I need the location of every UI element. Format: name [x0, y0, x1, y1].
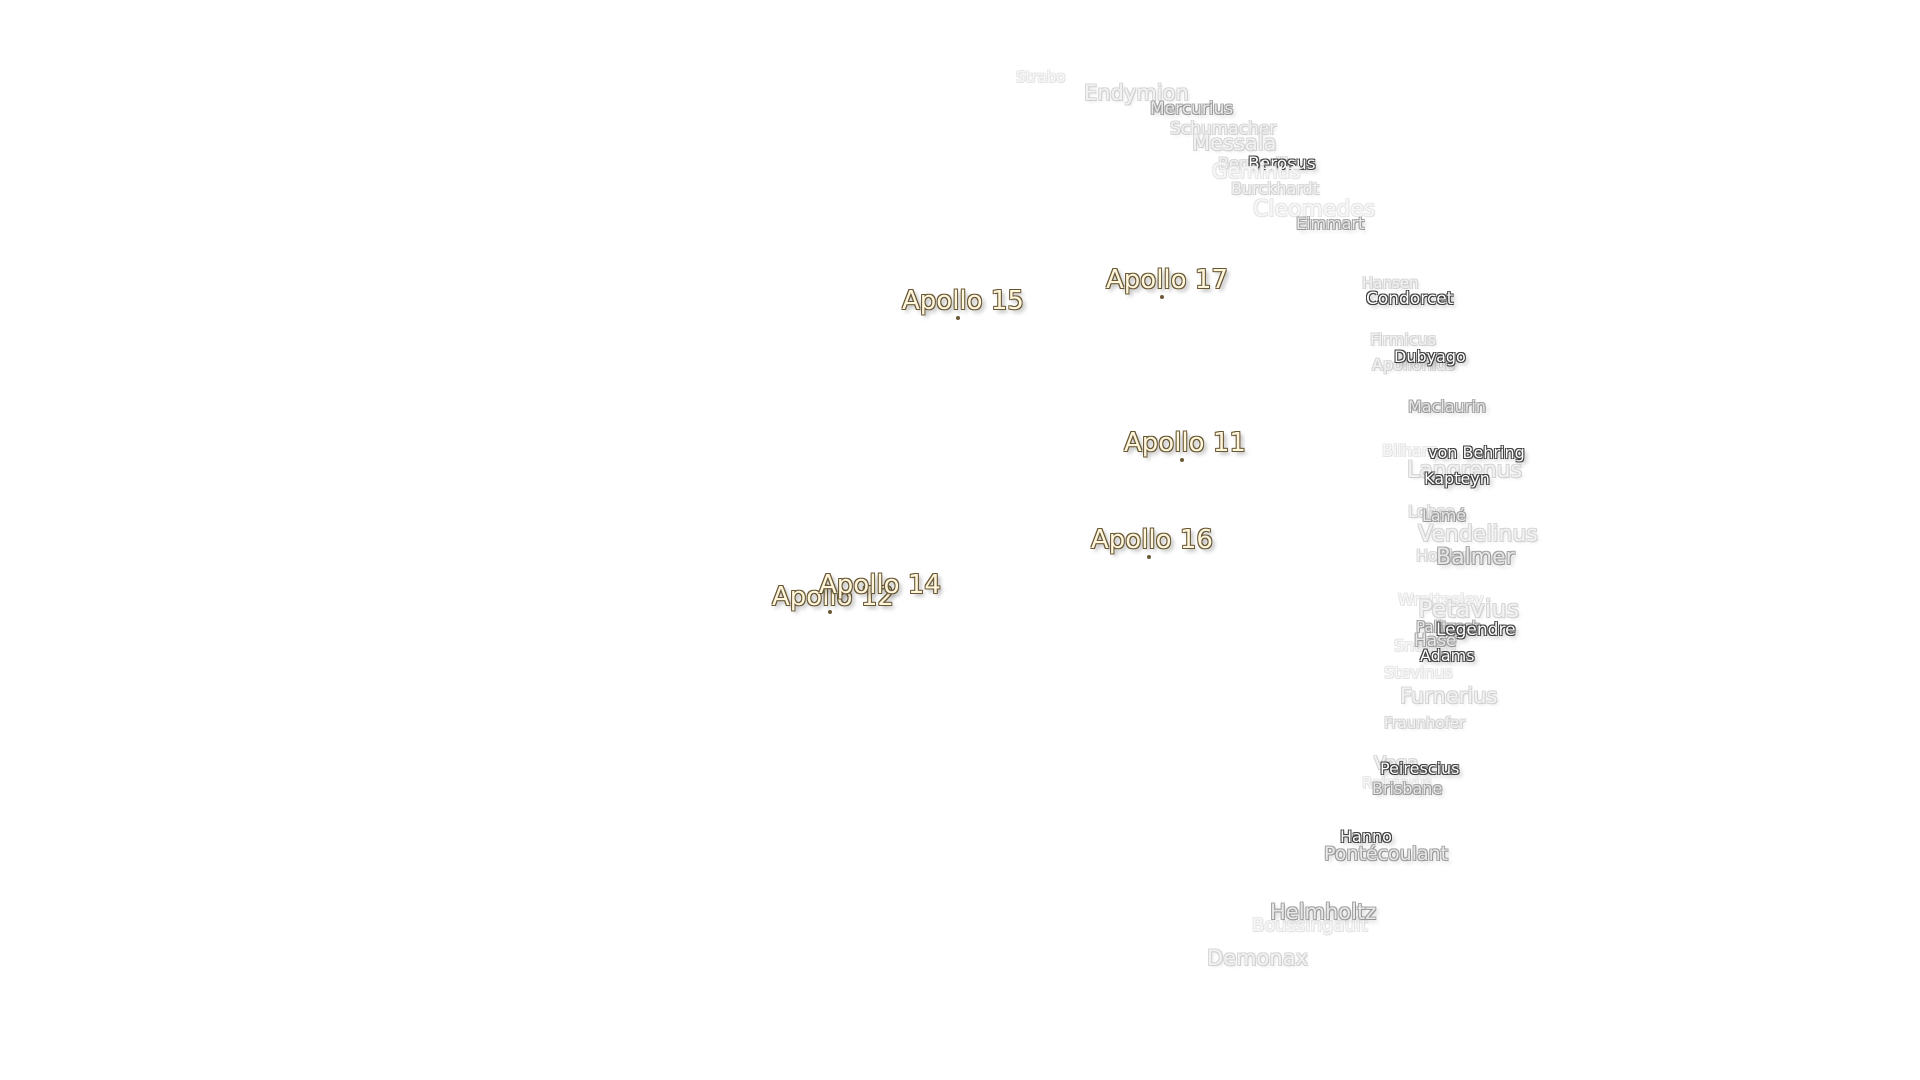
crater-label-burckhardt: Burckhardt — [1231, 179, 1320, 198]
apollo-17-site-marker[interactable] — [1160, 295, 1164, 299]
crater-label-eimmart: Eimmart — [1296, 214, 1365, 233]
apollo-14-label[interactable]: Apollo 14 — [819, 570, 941, 600]
apollo-11-site-marker[interactable] — [1180, 458, 1184, 462]
crater-label-strabo: Strabo — [1016, 68, 1066, 86]
apollo-12-label[interactable]: Apollo 12 — [772, 582, 894, 612]
crater-label-helmholtz: Helmholtz — [1270, 900, 1377, 924]
crater-label-snellius: Snellius — [1394, 636, 1456, 655]
crater-label-furnerius: Furnerius — [1400, 684, 1498, 708]
crater-label-lohse: Lohse — [1408, 502, 1455, 521]
crater-label-pontecoulant: Pontécoulant — [1324, 843, 1449, 865]
apollo-17-label[interactable]: Apollo 17 — [1106, 265, 1228, 295]
crater-label-endymion: Endymion — [1084, 81, 1189, 105]
apollo-16-site-marker[interactable] — [1147, 555, 1151, 559]
crater-label-lame: Lamé — [1422, 506, 1467, 525]
crater-label-hansen: Hansen — [1362, 274, 1419, 292]
crater-label-schumacher: Schumacher — [1170, 119, 1277, 139]
crater-label-berosus: Berosus — [1248, 154, 1316, 174]
crater-label-kapteyn: Kapteyn — [1424, 469, 1490, 488]
crater-label-geminus: Geminus — [1212, 159, 1301, 183]
apollo-12-site-marker[interactable] — [828, 610, 832, 614]
apollo-15-site-marker[interactable] — [956, 316, 960, 320]
crater-label-bernoulli: Bernoulli — [1218, 154, 1289, 173]
crater-label-wrottesley: Wrottesley — [1398, 590, 1484, 609]
apollo-16-label[interactable]: Apollo 16 — [1091, 525, 1213, 555]
crater-label-vega: Vega — [1374, 753, 1419, 774]
crater-label-condorcet: Condorcet — [1366, 289, 1454, 309]
crater-label-dubyago: Dubyago — [1394, 347, 1466, 366]
crater-label-cleomedes: Cleomedes — [1253, 197, 1376, 222]
crater-label-brisbane: Brisbane — [1372, 779, 1443, 798]
apollo-11-label[interactable]: Apollo 11 — [1124, 428, 1246, 458]
crater-label-fraunhofer: Fraunhofer — [1384, 714, 1466, 732]
crater-label-reimarus: Reimarus — [1362, 774, 1433, 792]
crater-label-holden: Holden — [1416, 546, 1473, 565]
crater-label-vendelinus: Vendelinus — [1418, 522, 1538, 547]
crater-label-adams: Adams — [1420, 646, 1475, 665]
crater-label-messala: Messala — [1192, 131, 1277, 155]
crater-label-von-behring: von Behring — [1428, 443, 1525, 462]
crater-label-mercurius: Mercurius — [1150, 99, 1234, 119]
crater-label-firmicus: Firmicus — [1370, 330, 1437, 349]
crater-label-legendre: Legendre — [1436, 620, 1516, 640]
crater-label-balmer: Balmer — [1436, 545, 1515, 570]
crater-label-langrenus: Langrenus — [1407, 458, 1523, 483]
crater-label-stevinus: Stevinus — [1384, 663, 1453, 682]
crater-label-peirescius: Peirescius — [1380, 759, 1460, 778]
crater-label-maclaurin: Maclaurin — [1408, 397, 1486, 416]
crater-label-bilharz: Bilharz — [1382, 441, 1437, 460]
apollo-15-label[interactable]: Apollo 15 — [902, 286, 1024, 316]
crater-label-hase: Hase — [1414, 631, 1457, 651]
crater-label-hanno: Hanno — [1340, 827, 1392, 846]
crater-label-demonax: Demonax — [1207, 946, 1309, 970]
crater-label-palitzsch: Palitzsch — [1416, 618, 1482, 636]
crater-label-apollonius: Apollonius — [1372, 355, 1455, 374]
crater-label-petavius: Petavius — [1418, 595, 1520, 623]
crater-label-boussingault: Boussingault — [1252, 915, 1368, 936]
